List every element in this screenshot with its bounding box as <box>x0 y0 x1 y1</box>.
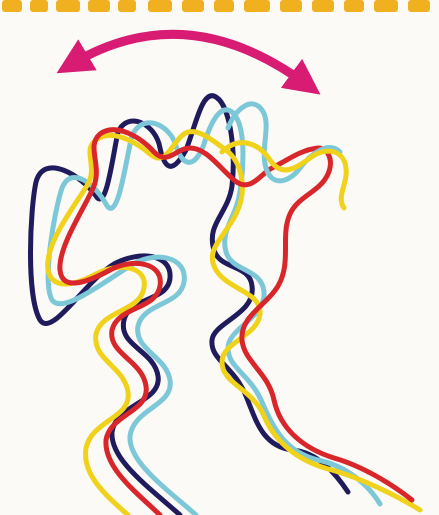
banner-glyph <box>148 0 172 12</box>
banner-glyph <box>408 0 430 12</box>
banner-glyph <box>244 0 270 12</box>
cropped-banner-text <box>2 0 430 12</box>
banner-glyph <box>214 0 234 12</box>
double-arrow-icon <box>72 34 306 84</box>
banner-glyph <box>344 0 364 12</box>
banner-glyph <box>30 0 48 12</box>
banner-glyph <box>88 0 110 12</box>
banner-glyph <box>374 0 398 12</box>
banner-glyph <box>2 0 22 12</box>
backbone-traces <box>31 96 421 515</box>
banner-glyph <box>280 0 302 12</box>
backbone-trace-red <box>60 130 412 515</box>
banner-glyph <box>312 0 334 12</box>
banner-glyph <box>118 0 136 12</box>
banner-glyph <box>56 0 80 12</box>
banner-glyph <box>182 0 204 12</box>
